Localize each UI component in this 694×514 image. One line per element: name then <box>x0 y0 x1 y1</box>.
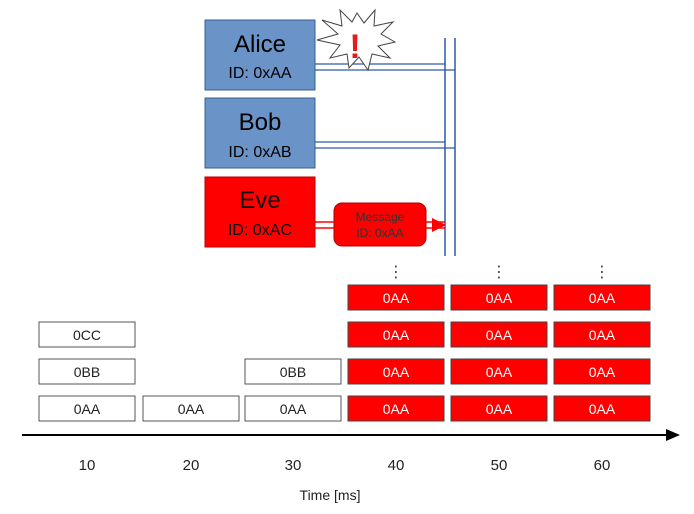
frame-id: 0AA <box>74 401 101 417</box>
node-name: Bob <box>239 109 282 136</box>
attack-frame: 0AA <box>450 321 548 348</box>
can-bus <box>444 38 456 256</box>
can-frame: 0AA <box>38 395 136 422</box>
node-id: ID: 0xAA <box>228 65 291 82</box>
can-frame: 0CC <box>38 321 136 348</box>
frame-id: 0AA <box>486 290 513 306</box>
message-id: ID: 0xAA <box>356 226 403 240</box>
attack-frame: 0AA <box>450 358 548 385</box>
ellipsis: ⋮ <box>594 262 610 281</box>
frame-id: 0AA <box>486 401 513 417</box>
alert-mark: ! <box>349 28 360 66</box>
frame-id: 0BB <box>74 364 100 380</box>
message-bubble: Message ID: 0xAA <box>333 202 427 247</box>
frame-id: 0AA <box>589 364 616 380</box>
frame-id: 0AA <box>383 401 410 417</box>
frame-id: 0AA <box>589 327 616 343</box>
explosion-alert-icon: ! <box>316 8 397 72</box>
node-name: Alice <box>234 31 286 58</box>
attack-frame: 0AA <box>347 284 445 311</box>
frame-id: 0AA <box>383 364 410 380</box>
ellipsis: ⋮ <box>388 262 404 281</box>
attack-frame: 0AA <box>553 321 651 348</box>
frame-id: 0CC <box>73 327 101 343</box>
tick-label: 50 <box>491 457 508 474</box>
tick-label: 30 <box>285 457 302 474</box>
tick-label: 20 <box>183 457 200 474</box>
frame-id: 0BB <box>280 364 306 380</box>
node-alice: Alice ID: 0xAA <box>204 19 455 91</box>
frame-id: 0AA <box>486 327 513 343</box>
node-bob: Bob ID: 0xAB <box>204 97 455 169</box>
frame-id: 0AA <box>383 290 410 306</box>
can-frame: 0BB <box>38 358 136 385</box>
frame-id: 0AA <box>589 290 616 306</box>
ellipsis: ⋮ <box>491 262 507 281</box>
can-frame: 0AA <box>142 395 240 422</box>
attack-frame: 0AA <box>347 395 445 422</box>
node-id: ID: 0xAC <box>228 222 292 239</box>
frame-id: 0AA <box>280 401 307 417</box>
attack-frame: 0AA <box>347 358 445 385</box>
time-axis: 10 20 30 40 50 60 Time [ms] <box>22 429 680 503</box>
frame-id: 0AA <box>589 401 616 417</box>
attack-frame: 0AA <box>553 395 651 422</box>
tick-label: 60 <box>594 457 611 474</box>
attack-frame: 0AA <box>450 395 548 422</box>
frame-id: 0AA <box>486 364 513 380</box>
tick-label: 40 <box>388 457 405 474</box>
attack-frame: 0AA <box>347 321 445 348</box>
can-frame: 0AA <box>244 395 342 422</box>
attack-frame: 0AA <box>553 284 651 311</box>
message-timeline: 0AA 0BB 0CC 0AA 0AA 0BB 0AA 0AA 0AA 0AA ⋮ 0AA 0AA 0AA… <box>38 262 651 422</box>
attack-frame: 0AA <box>450 284 548 311</box>
node-id: ID: 0xAB <box>228 144 291 161</box>
node-name: Eve <box>239 187 280 214</box>
tick-label: 10 <box>79 457 96 474</box>
frame-id: 0AA <box>178 401 205 417</box>
message-label: Message <box>356 210 405 224</box>
axis-title: Time [ms] <box>300 487 361 503</box>
attack-frame: 0AA <box>553 358 651 385</box>
frame-id: 0AA <box>383 327 410 343</box>
can-frame: 0BB <box>244 358 342 385</box>
